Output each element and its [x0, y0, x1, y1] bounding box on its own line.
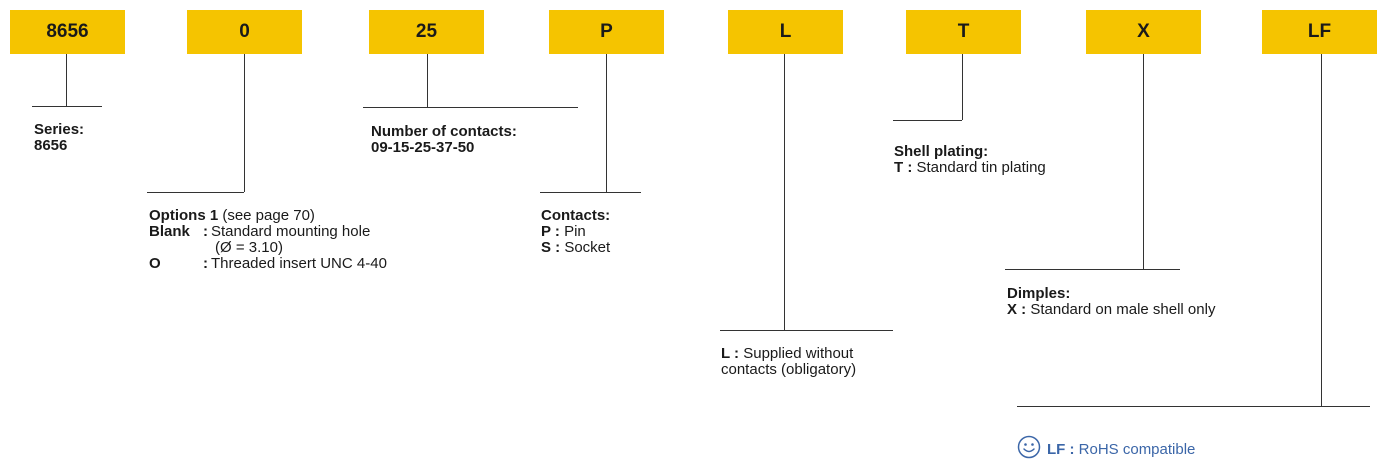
dimples-text: Standard on male shell only	[1026, 301, 1216, 318]
supplied-key: L :	[721, 345, 740, 362]
supplied-line1: L : Supplied without	[721, 346, 853, 362]
options-row-sep: :	[203, 223, 208, 240]
options-row: Blank : Standard mounting hole	[149, 224, 387, 240]
options-row: O : Threaded insert UNC 4-40	[149, 256, 387, 272]
options-title: Options 1	[149, 207, 219, 224]
options-table-wrap: Blank : Standard mounting hole (Ø = 3.10…	[149, 224, 387, 272]
dimples-item: X : Standard on male shell only	[1007, 302, 1215, 318]
code-box-lf: LF	[1262, 10, 1377, 54]
code-box-dimples: X	[1086, 10, 1201, 54]
connector-contact-type-h	[540, 192, 641, 193]
shell-title: Shell plating:	[894, 143, 989, 160]
connector-options-h	[147, 192, 244, 193]
options-note: (see page 70)	[218, 207, 315, 224]
series-title: Series:	[34, 121, 85, 138]
dimples-title: Dimples:	[1007, 285, 1071, 302]
contacts-item-pin: P : Pin	[541, 224, 586, 240]
shell-key: T :	[894, 159, 913, 176]
dimples-key: X :	[1007, 301, 1027, 318]
connector-supplied-v	[784, 54, 785, 330]
connector-supplied-h	[720, 330, 893, 331]
connector-contacts-count-v	[427, 54, 428, 107]
connector-contacts-count-h	[363, 107, 578, 108]
series-value: 8656	[34, 137, 68, 154]
code-box-shell-plating: T	[906, 10, 1021, 54]
contacts-title: Contacts:	[541, 207, 611, 224]
options-row-key: Blank	[149, 223, 190, 240]
options-row-key	[149, 240, 203, 256]
connector-shell-v	[962, 54, 963, 120]
rohs-text: RoHS compatible	[1074, 441, 1196, 458]
connector-dimples-v	[1143, 54, 1144, 269]
smiley-icon	[1017, 435, 1041, 459]
contacts-item-key: P :	[541, 223, 560, 240]
options-row-sep	[203, 240, 211, 256]
options-row: (Ø = 3.10)	[149, 240, 387, 256]
contacts-item-socket: S : Socket	[541, 240, 610, 256]
options-row-text: Threaded insert UNC 4-40	[211, 255, 387, 272]
connector-lf-v	[1321, 54, 1322, 406]
connector-series-v	[66, 54, 67, 106]
code-box-series: 8656	[10, 10, 125, 54]
shell-item: T : Standard tin plating	[894, 160, 1046, 176]
options-table: Blank : Standard mounting hole (Ø = 3.10…	[149, 224, 387, 272]
connector-lf-h	[1017, 406, 1370, 407]
rohs-key: LF :	[1047, 441, 1075, 458]
options-row-key: O	[149, 255, 161, 272]
contacts-count-title: Number of contacts:	[371, 123, 517, 140]
connector-options-v	[244, 54, 245, 192]
connector-dimples-h	[1005, 269, 1180, 270]
supplied-text: Supplied without	[739, 345, 854, 362]
connector-shell-h	[893, 120, 962, 121]
options-heading: Options 1 (see page 70)	[149, 208, 315, 224]
code-box-supplied: L	[728, 10, 843, 54]
code-box-contacts-count: 25	[369, 10, 484, 54]
options-row-text: Standard mounting hole	[211, 223, 371, 240]
options-row-sep: :	[203, 255, 208, 272]
contacts-item-text: Pin	[559, 223, 586, 240]
contacts-count-value: 09-15-25-37-50	[371, 139, 475, 156]
options-row-text: (Ø = 3.10)	[215, 239, 283, 256]
supplied-line2: contacts (obligatory)	[721, 361, 857, 378]
connector-contact-type-v	[606, 54, 607, 192]
code-box-contact-type: P	[549, 10, 664, 54]
contacts-item-text: Socket	[560, 239, 611, 256]
connector-series-h	[32, 106, 102, 107]
code-box-options: 0	[187, 10, 302, 54]
contacts-item-key: S :	[541, 239, 561, 256]
rohs-label: LF : RoHS compatible	[1047, 442, 1195, 458]
shell-text: Standard tin plating	[912, 159, 1046, 176]
